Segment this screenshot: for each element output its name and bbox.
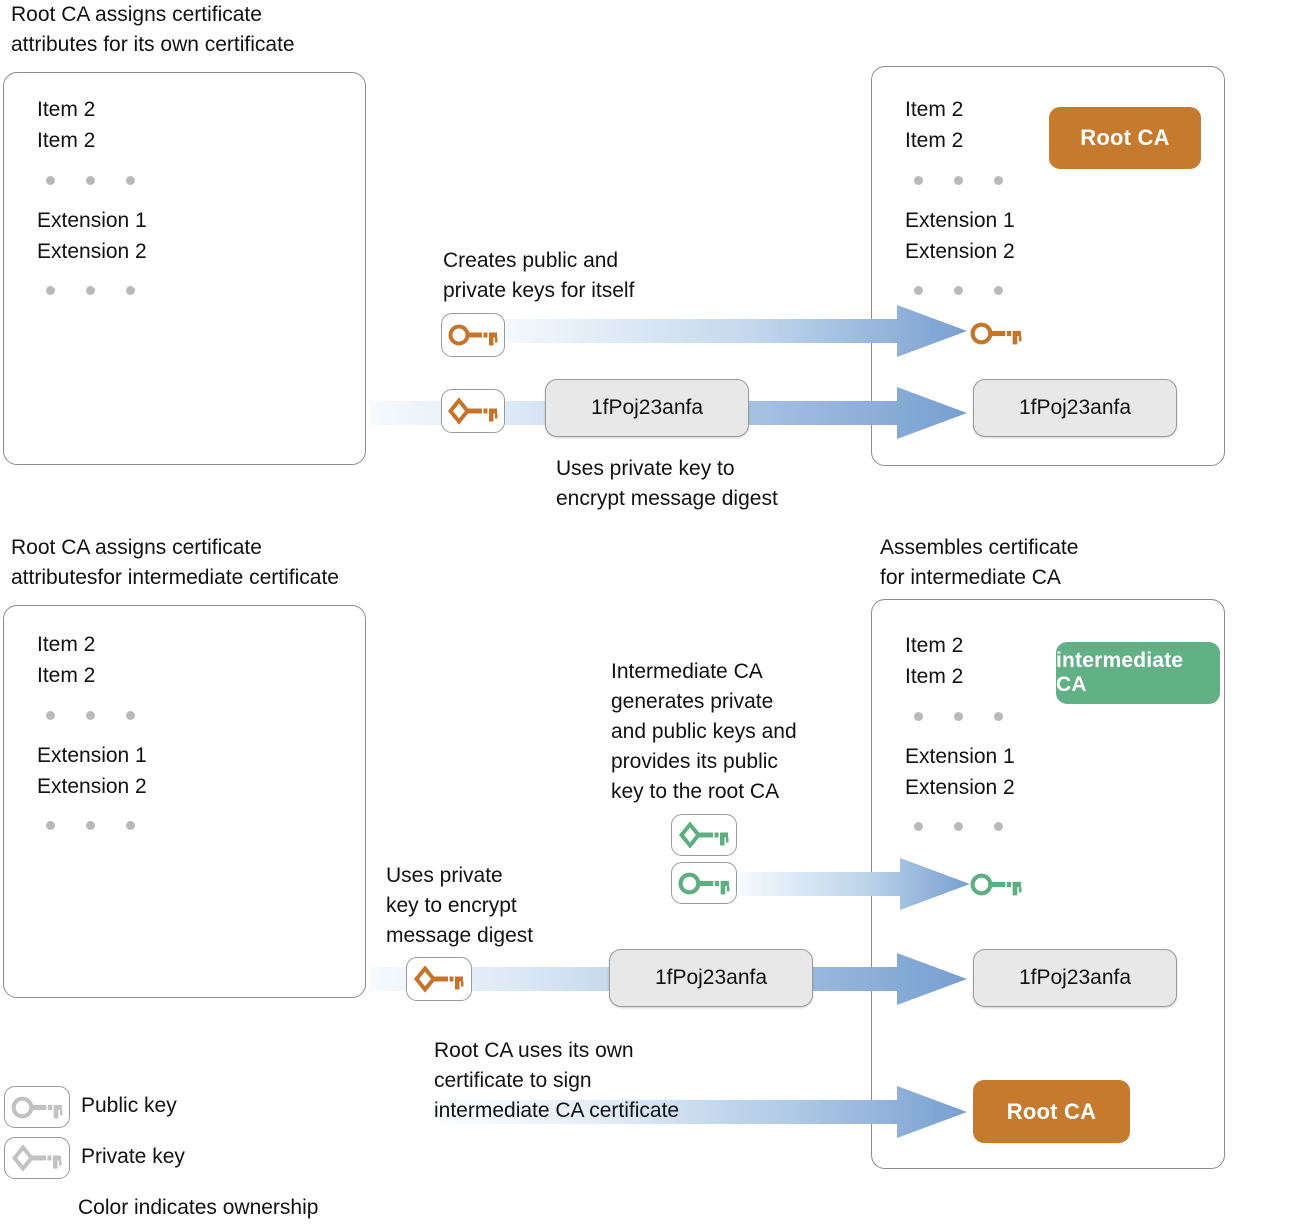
legend-private-key-label: Private key [81,1145,185,1168]
ellipsis-dots [46,821,135,830]
section2-left-certificate-panel: Item 2 Item 2 Extension 1 Extension 2 [3,605,366,998]
private-key-icon [406,957,472,1001]
ellipsis-dots [914,286,1003,295]
section1-left-certificate-panel: Item 2 Item 2 Extension 1 Extension 2 [3,72,366,465]
cert-item: Item 2 [37,633,96,656]
cert-extension: Extension 2 [905,240,1015,263]
cert-extension: Extension 1 [37,209,147,232]
cert-item: Item 2 [37,98,96,121]
cert-extension: Extension 1 [37,744,147,767]
section1-note-encrypt-digest: Uses private key to encrypt message dige… [556,457,778,510]
intermediate-ca-badge: intermediate CA [1056,642,1220,704]
public-key-icon [968,864,1024,904]
cert-extension: Extension 1 [905,745,1015,768]
legend-public-key-label: Public key [81,1094,177,1117]
private-key-icon [441,389,505,433]
ellipsis-dots [914,176,1003,185]
message-digest-chip: 1fPoj23anfa [973,379,1177,437]
cert-item: Item 2 [37,129,96,152]
message-digest-chip: 1fPoj23anfa [609,949,813,1007]
section1-note-creates-keys: Creates public and private keys for itse… [443,249,635,302]
cert-item: Item 2 [905,98,964,121]
private-key-icon [671,814,737,856]
cert-extension: Extension 2 [37,240,147,263]
ellipsis-dots [914,822,1003,831]
cert-item: Item 2 [905,665,964,688]
public-key-icon [968,313,1024,353]
legend-private-key-icon [4,1137,70,1179]
cert-item: Item 2 [37,664,96,687]
root-ca-badge: Root CA [1049,107,1201,169]
message-digest-chip: 1fPoj23anfa [545,379,749,437]
cert-extension: Extension 2 [905,776,1015,799]
legend-footer-note: Color indicates ownership [78,1196,319,1219]
section2-right-heading: Assembles certificate for intermediate C… [880,536,1079,589]
section1-left-heading: Root CA assigns certificate attributes f… [11,3,295,56]
ellipsis-dots [46,711,135,720]
public-key-icon [441,313,505,357]
ellipsis-dots [46,176,135,185]
ellipsis-dots [914,712,1003,721]
section2-note-encrypt-digest: Uses private key to encrypt message dige… [386,864,534,947]
public-key-icon [671,862,737,904]
ellipsis-dots [46,286,135,295]
root-ca-sign-badge: Root CA [973,1080,1130,1143]
cert-extension: Extension 1 [905,209,1015,232]
cert-item: Item 2 [905,129,964,152]
section2-note-root-signs: Root CA uses its own certificate to sign… [434,1039,680,1122]
cert-extension: Extension 2 [37,775,147,798]
section2-left-heading: Root CA assigns certificate attributesfo… [11,536,339,589]
section2-note-intermediate-keys: Intermediate CA generates private and pu… [611,660,797,803]
message-digest-chip: 1fPoj23anfa [973,949,1177,1007]
cert-item: Item 2 [905,634,964,657]
legend-public-key-icon [4,1086,70,1128]
